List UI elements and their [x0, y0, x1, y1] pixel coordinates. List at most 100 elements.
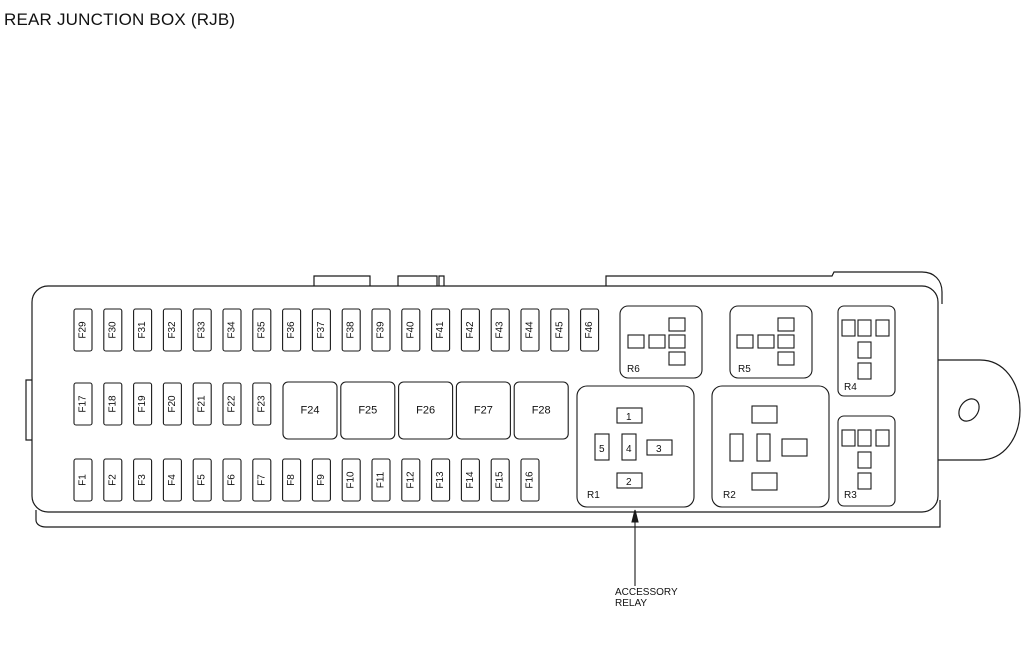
- top-rim-right: [605, 271, 943, 304]
- fuse-label-f6: F6: [227, 474, 238, 486]
- fuse-f20: [162, 382, 182, 426]
- fuse-f11: [371, 458, 391, 502]
- fuse-label-f35: F35: [256, 321, 267, 339]
- fuse-label-f10: F10: [346, 471, 357, 489]
- fuse-label-f18: F18: [107, 395, 118, 413]
- fuse-f34: [222, 308, 242, 352]
- top-connector-mid: [397, 275, 445, 286]
- fuse-f10: [341, 458, 361, 502]
- fuse-label-f45: F45: [554, 321, 565, 339]
- relay-r3: [837, 415, 896, 507]
- fuse-f1: [73, 458, 93, 502]
- fuse-f29: [73, 308, 93, 352]
- fuse-f22: [222, 382, 242, 426]
- fuse-f32: [162, 308, 182, 352]
- callout-label-line1: ACCESSORY: [615, 587, 678, 598]
- fuse-label-f46: F46: [584, 321, 595, 339]
- relay-r2-label: R2: [723, 490, 736, 501]
- mounting-hole: [958, 398, 980, 422]
- fuse-f31: [133, 308, 153, 352]
- fuse-label-f34: F34: [227, 321, 238, 339]
- relay-r6-label: R6: [627, 364, 640, 375]
- left-clip: [25, 379, 32, 441]
- relay-r1-pin-4: 4: [626, 444, 632, 455]
- junction-box-body: [31, 285, 939, 513]
- fuse-f39: [371, 308, 391, 352]
- fuse-label-f32: F32: [167, 321, 178, 339]
- fuse-f28: [513, 381, 569, 440]
- fuse-label-f1: F1: [78, 474, 89, 486]
- relay-r5: [729, 305, 813, 379]
- fuse-label-f33: F33: [197, 321, 208, 339]
- fuse-f46: [580, 308, 600, 352]
- fuse-f33: [192, 308, 212, 352]
- callout-label-line2: RELAY: [615, 598, 647, 609]
- fuse-f3: [133, 458, 153, 502]
- fuse-f21: [192, 382, 212, 426]
- fuse-label-f23: F23: [256, 395, 267, 413]
- fuse-f38: [341, 308, 361, 352]
- fuse-label-f43: F43: [495, 321, 506, 339]
- fuse-f35: [252, 308, 272, 352]
- fuse-f25: [340, 381, 396, 440]
- fuse-label-f40: F40: [405, 321, 416, 339]
- fuse-label-f16: F16: [525, 471, 536, 489]
- fuse-label-f3: F3: [137, 474, 148, 486]
- fuse-label-f36: F36: [286, 321, 297, 339]
- relay-r6: [619, 305, 703, 379]
- fuse-label-f19: F19: [137, 395, 148, 413]
- relay-r1-pin-1: 1: [626, 412, 632, 423]
- top-connector-left: [313, 275, 371, 286]
- fuse-f42: [460, 308, 480, 352]
- fuse-label-f29: F29: [78, 321, 89, 339]
- fuse-f9: [311, 458, 331, 502]
- fuse-label-f5: F5: [197, 474, 208, 486]
- fuse-label-f39: F39: [376, 321, 387, 339]
- fuse-label-f13: F13: [435, 471, 446, 489]
- fuse-f24: [282, 381, 338, 440]
- fuse-label-f14: F14: [465, 471, 476, 489]
- fuse-label-f21: F21: [197, 395, 208, 413]
- fuse-f40: [401, 308, 421, 352]
- fuse-f15: [490, 458, 510, 502]
- fuse-label-f8: F8: [286, 474, 297, 486]
- relay-r4-label: R4: [844, 382, 857, 393]
- fuse-label-f30: F30: [107, 321, 118, 339]
- relay-r1-label: R1: [587, 490, 600, 501]
- relay-r1-pin-5: 5: [599, 444, 605, 455]
- fuse-label-f17: F17: [78, 395, 89, 413]
- fuse-f36: [282, 308, 302, 352]
- fuse-f30: [103, 308, 123, 352]
- relay-r1: [576, 385, 695, 508]
- fuse-label-f12: F12: [405, 471, 416, 489]
- fuse-f8: [282, 458, 302, 502]
- fuse-label-f31: F31: [137, 321, 148, 339]
- fuse-label-f15: F15: [495, 471, 506, 489]
- relay-r2: [711, 385, 830, 508]
- fuse-label-f26: F26: [416, 405, 435, 417]
- fuse-label-f44: F44: [525, 321, 536, 339]
- relay-r5-label: R5: [738, 364, 751, 375]
- fuse-f14: [460, 458, 480, 502]
- relay-r1-pin-2: 2: [626, 477, 632, 488]
- fuse-label-f4: F4: [167, 474, 178, 486]
- fuse-f37: [311, 308, 331, 352]
- fuse-label-f2: F2: [107, 474, 118, 486]
- fuse-f7: [252, 458, 272, 502]
- diagram-title: REAR JUNCTION BOX (RJB): [4, 10, 236, 29]
- fuse-f19: [133, 382, 153, 426]
- fuse-label-f9: F9: [316, 474, 327, 486]
- fuse-label-f20: F20: [167, 395, 178, 413]
- fuse-f23: [252, 382, 272, 426]
- fuse-f5: [192, 458, 212, 502]
- fuse-f4: [162, 458, 182, 502]
- fuse-f43: [490, 308, 510, 352]
- fuse-f6: [222, 458, 242, 502]
- fuse-label-f38: F38: [346, 321, 357, 339]
- fuse-f13: [431, 458, 451, 502]
- mounting-tab: [938, 359, 1021, 461]
